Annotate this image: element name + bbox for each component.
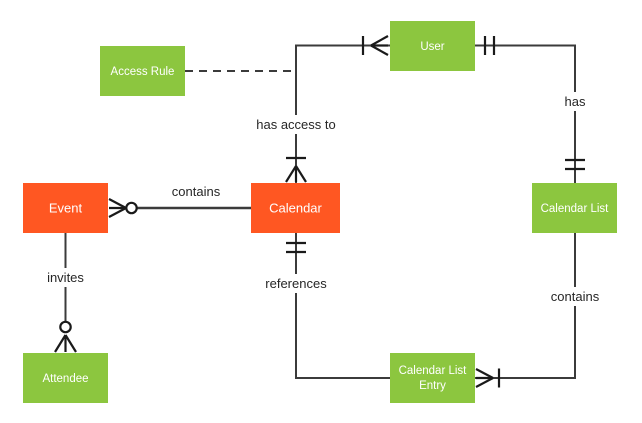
rel-label-has: has [565,94,586,109]
edge-calendar-list-contains-cle [475,233,576,379]
marker-calendar-bottom-exactly-one [286,241,306,254]
entity-calendar-list[interactable]: Calendar List [532,183,617,233]
entity-calendar-list-entry-box[interactable] [390,353,475,403]
relationship-label-contains-list-entry: contains [539,287,611,306]
entity-calendar-list-box[interactable] [532,183,617,233]
entity-attendee-label: Attendee [42,373,88,385]
relationship-label-references: references [250,274,342,293]
rel-label-contains-cle: contains [551,289,600,304]
label-bg-contains [160,182,232,201]
entity-access-rule-label: Access Rule [111,66,175,78]
entity-event[interactable]: Event [23,183,108,233]
edge-user-has-calendar-list [475,44,576,183]
entity-access-rule-box[interactable] [100,46,185,96]
marker-user-right-exactly-one [483,36,496,55]
edge-path-references [295,233,390,379]
label-bg-references [250,274,342,293]
entity-attendee-box[interactable] [23,353,108,403]
entity-user[interactable]: User [390,21,475,71]
entity-event-label: Event [49,200,83,215]
edge-path-has [475,44,576,183]
relationship-label-has: has [556,92,594,111]
marker-attendee-top-zero-or-many [54,320,77,353]
entity-calendar[interactable]: Calendar [251,183,340,233]
entity-calendar-list-label: Calendar List [541,203,610,215]
rel-label-invites: invites [47,270,84,285]
marker-event-right-zero-or-many [108,198,138,218]
rel-label-has-access-to: has access to [256,117,336,132]
entity-event-box[interactable] [23,183,108,233]
entity-user-box[interactable] [390,21,475,71]
edge-path-has-access-to [295,44,390,183]
relationship-label-contains-event-calendar: contains [160,182,232,201]
label-bg-has-access-to [243,115,349,134]
relationship-label-has-access-to: has access to [243,115,349,134]
rel-label-references: references [265,276,327,291]
entity-user-label: User [420,41,444,53]
entity-access-rule[interactable]: Access Rule [100,46,185,96]
label-bg-invites [40,268,92,287]
relationship-label-invites: invites [40,268,92,287]
entity-calendar-list-entry-label-line2: Entry [419,380,446,392]
marker-calendar-top-one-or-many [285,156,307,183]
entity-calendar-list-entry-label-line1: Calendar List [399,365,468,377]
entity-calendar-list-entry[interactable]: Calendar List Entry [390,353,475,403]
marker-calendar-list-top-exactly-one [565,158,585,171]
marker-cle-right-one-or-many [475,368,501,388]
entity-calendar-label: Calendar [269,200,322,215]
label-bg-contains-cle [539,287,611,306]
edge-calendar-references-cle [295,233,390,379]
label-bg-has [556,92,594,111]
edge-path-contains-cle [475,233,576,379]
entity-attendee[interactable]: Attendee [23,353,108,403]
marker-user-left-one-or-many [361,35,389,56]
rel-label-contains: contains [172,184,221,199]
entity-calendar-box[interactable] [251,183,340,233]
edge-user-has-access-to-calendar [295,44,390,183]
